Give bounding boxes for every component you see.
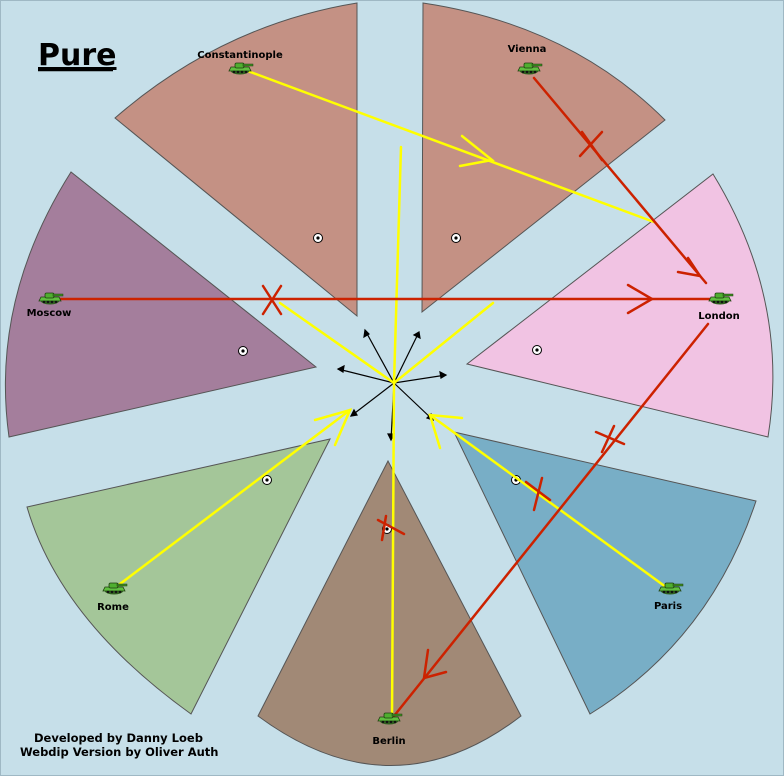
center-arrows [336, 328, 448, 442]
supply-center-icon [262, 475, 272, 485]
map-title: Pure [38, 38, 117, 73]
territory-constantinople[interactable] [114, 2, 358, 318]
failed-moves [46, 76, 720, 718]
label-london: London [698, 311, 740, 322]
label-moscow: Moscow [27, 308, 72, 319]
label-vienna: Vienna [508, 44, 547, 55]
territory-vienna[interactable] [421, 2, 666, 314]
supply-center-icon [451, 233, 461, 243]
supply-center-icon [532, 345, 542, 355]
label-paris: Paris [654, 601, 682, 612]
support-orders [110, 68, 672, 720]
label-berlin: Berlin [372, 736, 405, 747]
territory-rome[interactable] [26, 438, 331, 715]
territory-london[interactable] [465, 173, 774, 438]
credit-webdip: Webdip Version by Oliver Auth [20, 745, 218, 759]
label-constantinople: Constantinople [197, 50, 283, 61]
territory-moscow[interactable] [4, 171, 318, 438]
territory-paris[interactable] [453, 431, 757, 715]
supply-center-icon [313, 233, 323, 243]
territory-berlin[interactable] [257, 459, 522, 766]
label-rome: Rome [97, 602, 129, 613]
supply-center-icon [238, 346, 248, 356]
credit-developer: Developed by Danny Loeb [34, 731, 203, 745]
